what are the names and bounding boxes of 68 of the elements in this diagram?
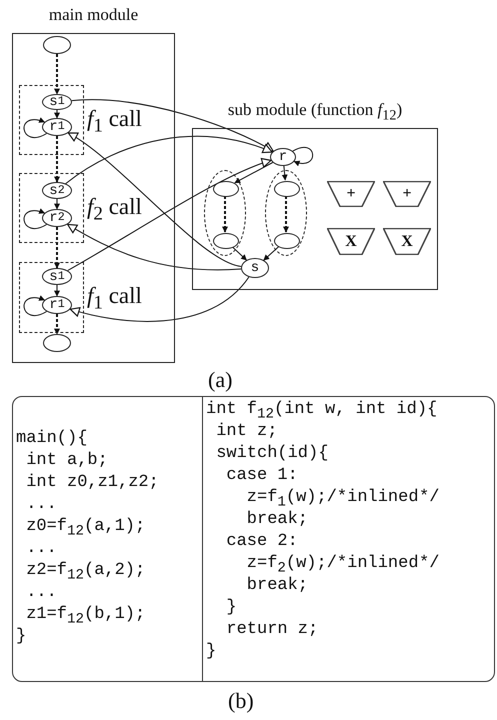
node-ellipse xyxy=(43,36,71,54)
arrow xyxy=(67,224,242,270)
arrow xyxy=(70,276,250,322)
dotted-arrow xyxy=(54,136,60,183)
code-line: } xyxy=(226,599,237,616)
code-line: switch(id){ xyxy=(216,445,328,462)
dotted-arrow xyxy=(222,196,228,233)
trapezoid-block: X xyxy=(383,228,431,255)
code-line: return z; xyxy=(226,621,318,638)
code-line: z1=f$_{12}$(b,1); xyxy=(26,606,146,627)
node-ellipse xyxy=(274,233,300,249)
module-title: main module xyxy=(48,5,140,26)
code-line: case 2: xyxy=(226,533,298,550)
arrow xyxy=(71,99,274,152)
trapezoid-block: X xyxy=(327,228,375,255)
self-loop-arrow xyxy=(292,146,314,166)
panel-caption: (b) xyxy=(228,688,254,714)
code-line: ... xyxy=(26,540,57,557)
code-line: z0=f$_{12}$(a,1); xyxy=(26,518,146,539)
arrow xyxy=(232,246,247,261)
arrow xyxy=(65,136,273,184)
node-ellipse xyxy=(213,233,239,249)
code-line: case 1: xyxy=(226,467,298,484)
arrow xyxy=(234,162,274,184)
dotted-arrow xyxy=(54,54,60,95)
dashed-ellipse xyxy=(204,170,246,256)
arrow xyxy=(282,166,288,181)
dashed-ellipse xyxy=(265,170,307,256)
arrow xyxy=(54,284,60,297)
code-line: int z0,z1,z2; xyxy=(26,474,159,491)
node-ellipse xyxy=(43,334,71,352)
arrow xyxy=(54,110,60,119)
code-line: int f$_{12}$(int w, int id){ xyxy=(206,401,438,422)
code-line: } xyxy=(16,628,26,645)
code-fragment: */ xyxy=(419,489,440,506)
node-ellipse: s xyxy=(241,258,269,278)
self-loop-arrow xyxy=(24,208,48,230)
arrow xyxy=(67,158,272,271)
dotted-arrow xyxy=(54,314,60,335)
call-label: f$_{1}$ call xyxy=(87,106,142,138)
code-line: ... xyxy=(26,496,57,513)
trapezoid-block: + xyxy=(327,181,375,207)
code-line: break; xyxy=(246,577,308,594)
trapezoid-block: + xyxy=(383,181,431,207)
node-ellipse xyxy=(213,181,239,197)
call-label: f$_{1}$ call xyxy=(87,283,142,315)
arrow xyxy=(54,198,60,210)
code-line: ... xyxy=(26,584,57,601)
code-line: } xyxy=(206,643,216,660)
node-ellipse: r xyxy=(270,148,296,166)
code-line: z2=f$_{12}$(a,2); xyxy=(26,562,146,583)
module-title: sub module (function f$_{12}$) xyxy=(226,100,404,124)
node-ellipse xyxy=(274,181,300,197)
panel-caption: (a) xyxy=(208,367,232,393)
code-line: int z; xyxy=(216,423,278,440)
code-line: z=f$_{1}$(w);/*inlined xyxy=(246,489,419,510)
code-fragment: */ xyxy=(419,555,440,572)
self-loop-arrow xyxy=(24,118,48,138)
dotted-arrow xyxy=(54,227,60,269)
code-line: break; xyxy=(246,511,308,528)
self-loop-arrow xyxy=(24,296,48,316)
code-line: main(){ xyxy=(16,430,88,447)
dotted-arrow xyxy=(283,196,289,233)
arrow xyxy=(68,132,242,267)
call-label: f$_{2}$ call xyxy=(87,194,142,226)
arrow xyxy=(263,246,280,261)
code-line: int a,b; xyxy=(26,452,108,469)
code-line: z=f$_{2}$(w);/*inlined xyxy=(246,555,419,576)
